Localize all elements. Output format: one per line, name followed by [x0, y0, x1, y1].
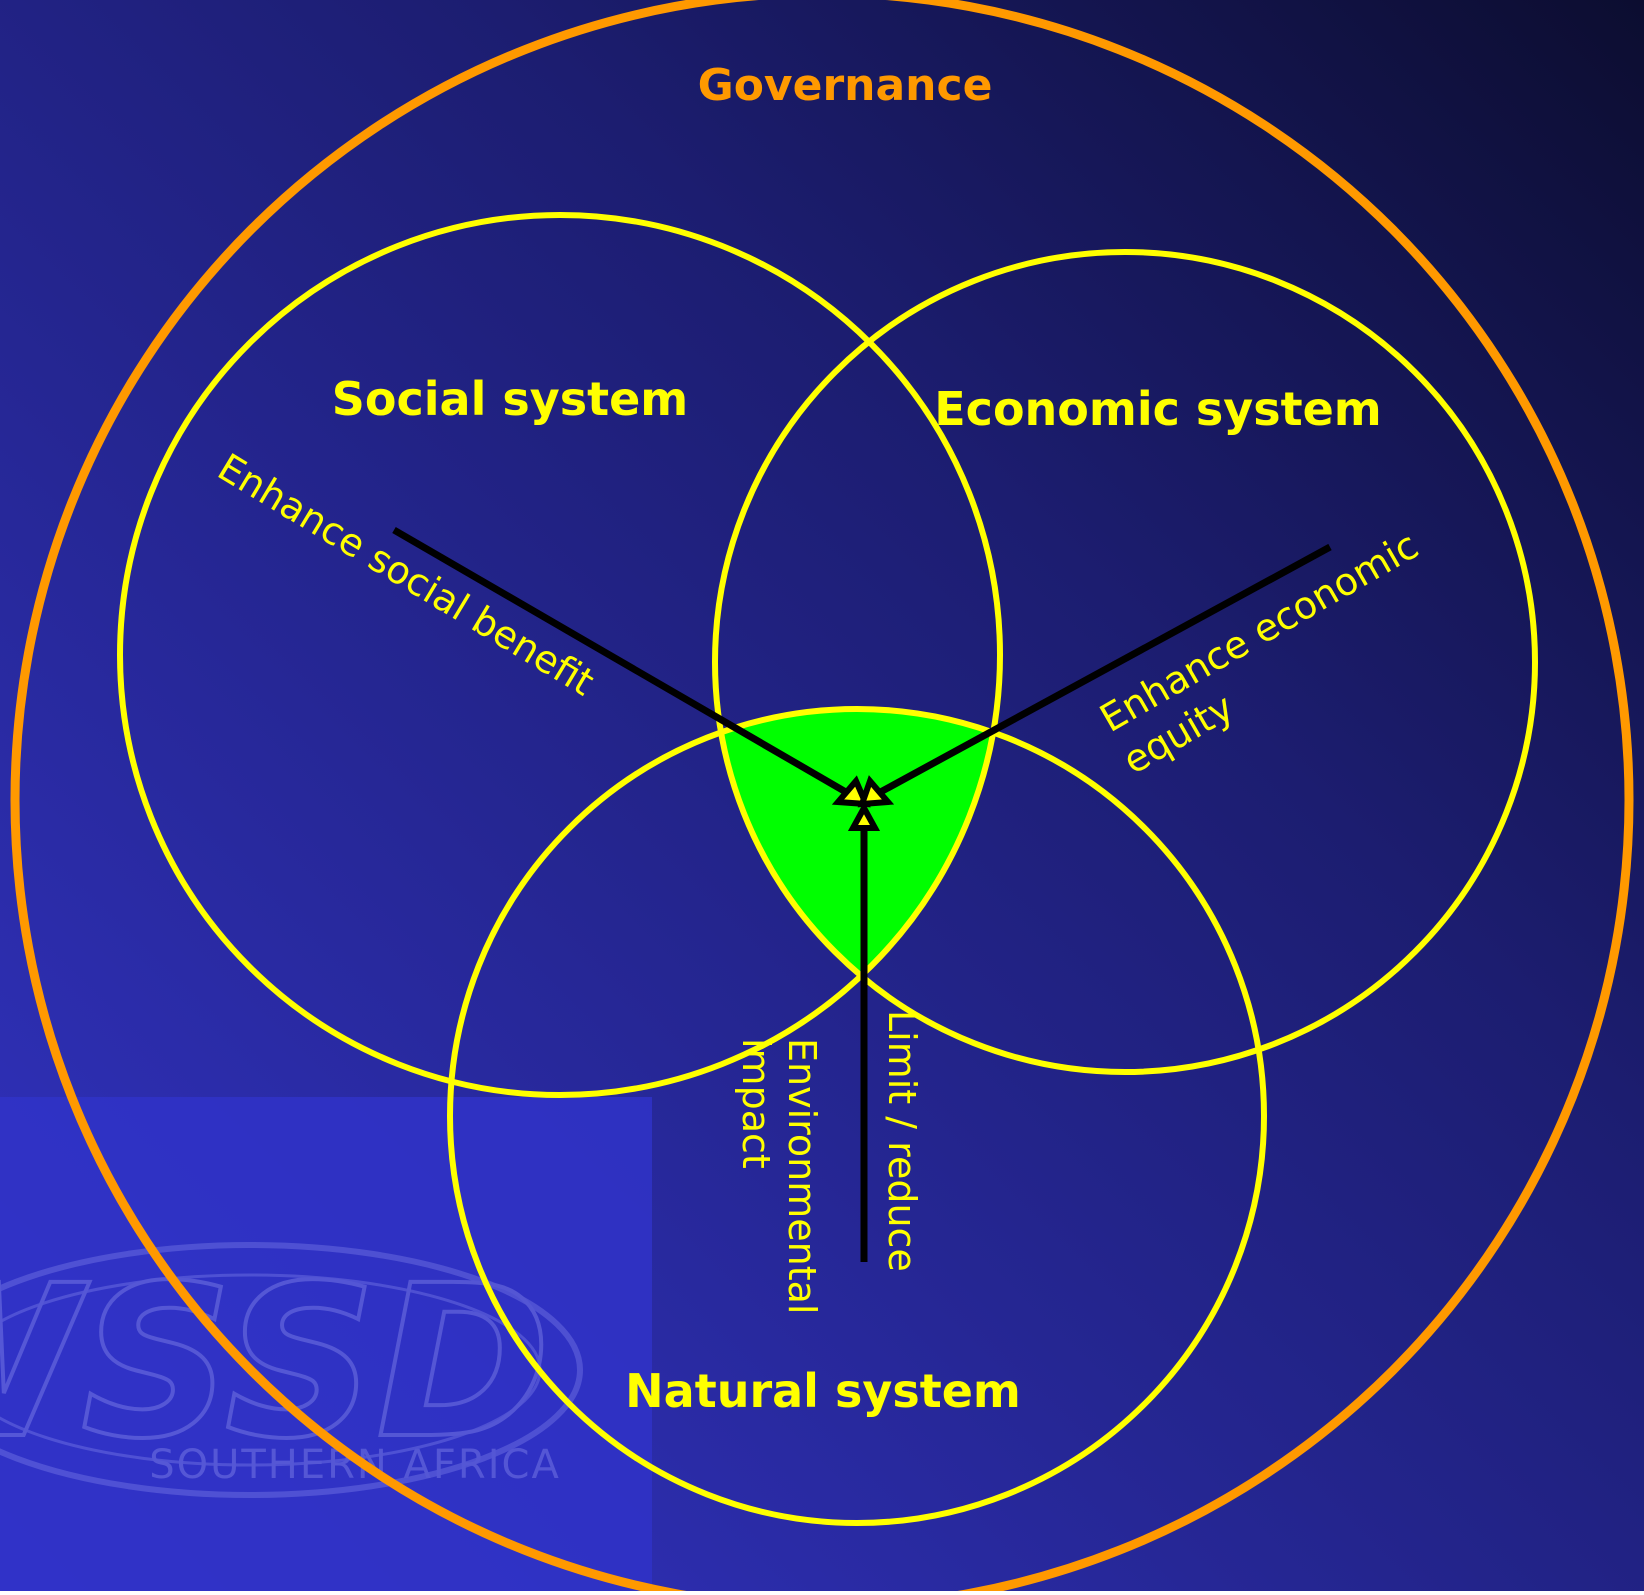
arrows: [392, 526, 1332, 1262]
economic-system-circle: [712, 249, 1538, 1075]
social-system-label: Social system: [332, 372, 688, 426]
natural-system-circle: [447, 706, 1267, 1526]
governance-label: Governance: [698, 60, 993, 111]
social-system-circle: [117, 212, 1003, 1098]
economic-arrow-line: [873, 543, 1332, 799]
natural-system-label: Natural system: [625, 1364, 1021, 1418]
natural-action-label-line1: Limit / reduce: [880, 1010, 924, 1272]
watermark-logo-text: WSSD: [0, 1240, 550, 1485]
economic-system-label: Economic system: [934, 382, 1382, 436]
arrowheads: [831, 775, 895, 831]
natural-action-label-line2: Environmental: [780, 1038, 824, 1314]
natural-arrowhead: [847, 801, 881, 831]
natural-action-label-line3: impact: [734, 1038, 778, 1169]
social-arrow-line: [392, 526, 853, 799]
wssd-watermark-logo: WSSD SOUTHERN AFRICA: [0, 1238, 583, 1498]
watermark-subtitle: SOUTHERN AFRICA: [149, 1442, 561, 1488]
social-arrowhead: [831, 775, 871, 808]
governance-ring: [10, 0, 1634, 1595]
economic-arrowhead: [857, 775, 895, 808]
